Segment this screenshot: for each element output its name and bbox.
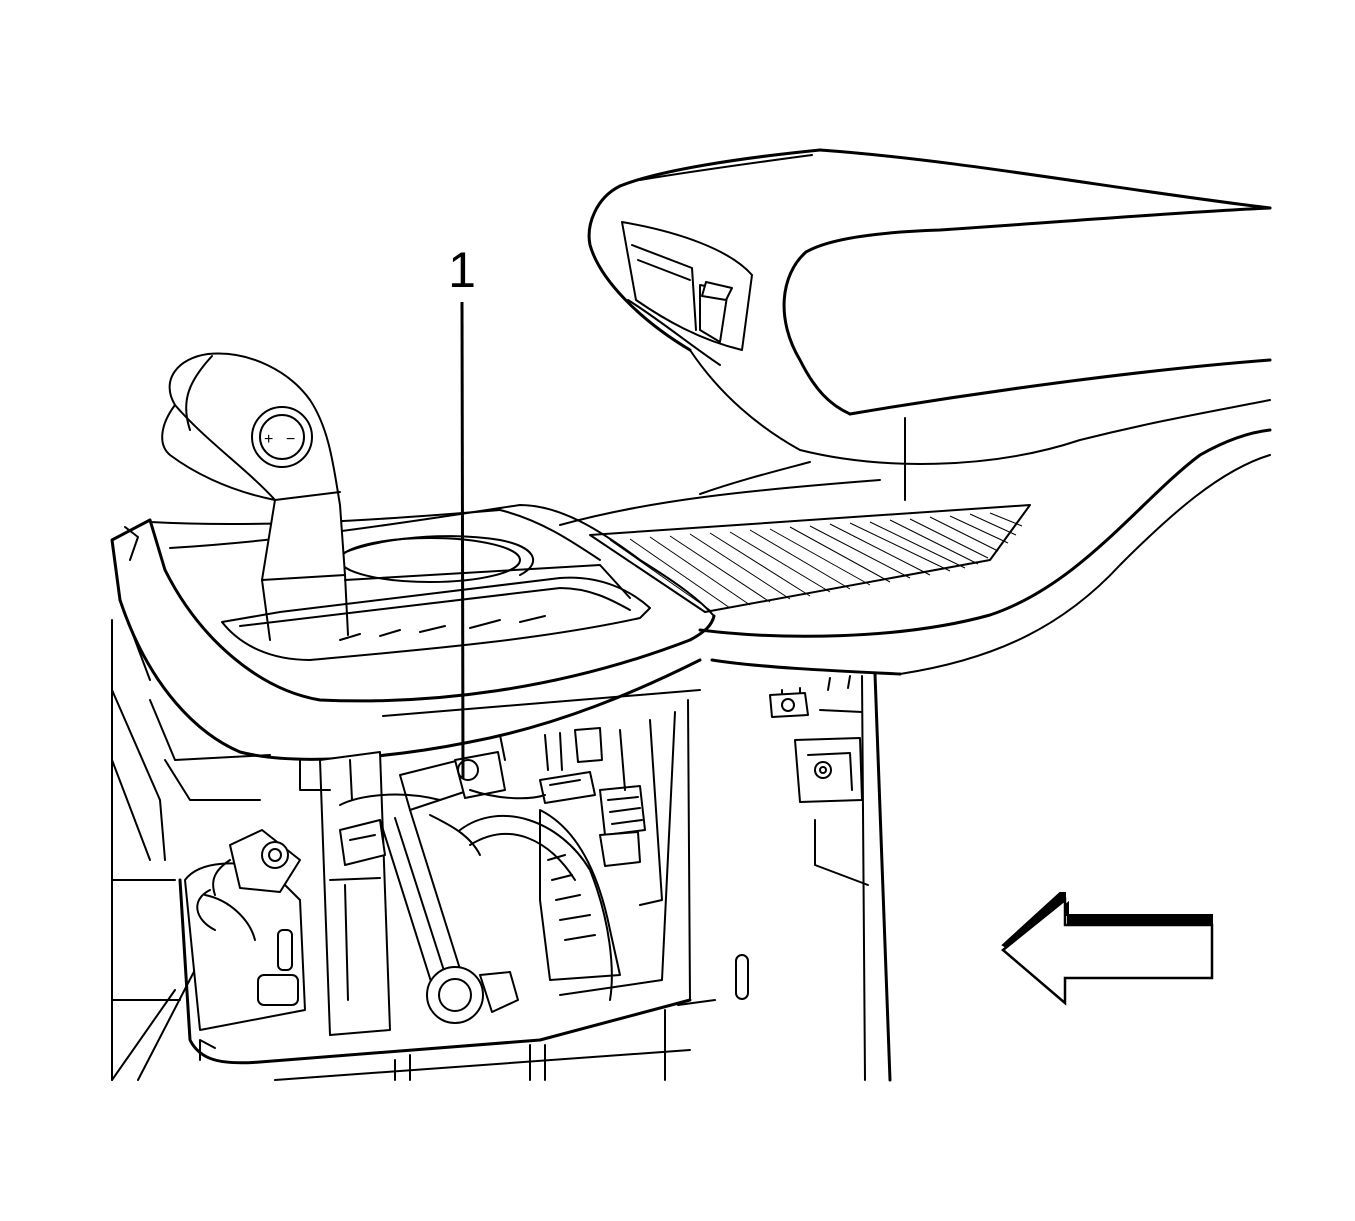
leader-line — [460, 301, 465, 779]
side-panel — [735, 672, 892, 1082]
svg-text:+: + — [264, 431, 273, 448]
armrest — [587, 148, 1272, 501]
svg-text:−: − — [286, 431, 295, 448]
callout-label: 1 — [448, 242, 476, 298]
connector-group — [339, 727, 646, 867]
shift-knob: + − — [161, 352, 349, 641]
direction-arrow — [1001, 892, 1214, 1006]
trim-hatching — [609, 512, 1023, 611]
callout-1: 1 — [448, 242, 476, 779]
harness-connector — [196, 829, 301, 931]
shifter-mechanism — [111, 619, 716, 1081]
